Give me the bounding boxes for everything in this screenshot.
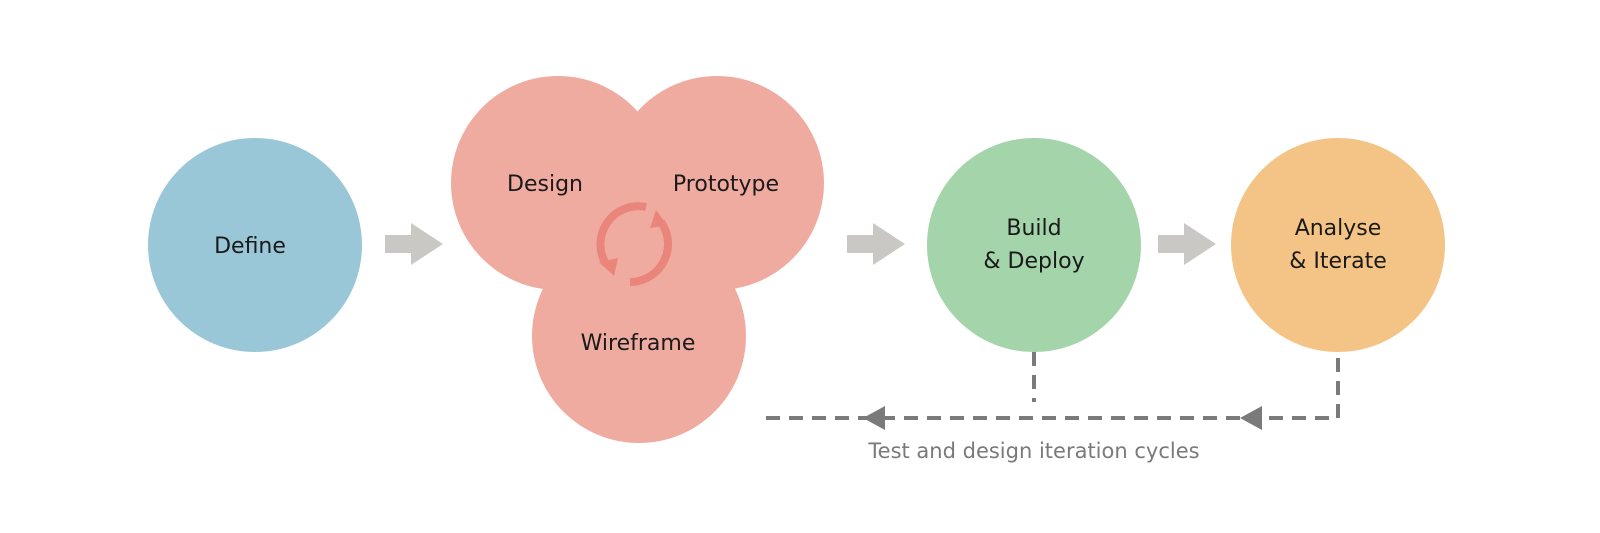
- analyse-label-line2: & Iterate: [1289, 249, 1387, 274]
- feedback-loop: Test and design iteration cycles: [764, 352, 1340, 463]
- wireframe-circle: [532, 229, 746, 443]
- flow-arrow-1: [385, 223, 443, 265]
- analyse-circle: [1231, 138, 1445, 352]
- feedback-arrowhead-right: [1240, 406, 1262, 430]
- feedback-caption: Test and design iteration cycles: [867, 439, 1199, 463]
- analyse-label-line1: Analyse: [1295, 216, 1382, 241]
- feedback-arrowhead-left: [863, 406, 885, 430]
- define-label: Define: [214, 234, 286, 259]
- prototype-label: Prototype: [673, 172, 779, 197]
- build-label-line1: Build: [1006, 216, 1061, 241]
- cycle-icon: [596, 202, 673, 286]
- feedback-drop-analyse: [1262, 358, 1340, 420]
- design-cluster: Design Prototype Wireframe: [451, 76, 824, 443]
- build-circle: [927, 138, 1141, 352]
- analyse-stage: Analyse & Iterate: [1231, 138, 1445, 352]
- define-stage: Define: [148, 138, 362, 352]
- build-label-line2: & Deploy: [983, 249, 1084, 274]
- design-label: Design: [507, 172, 583, 197]
- define-circle: [148, 138, 362, 352]
- flow-arrow-3: [1158, 223, 1216, 265]
- wireframe-label: Wireframe: [581, 331, 696, 356]
- build-stage: Build & Deploy: [927, 138, 1141, 352]
- flow-arrow-2: [847, 223, 905, 265]
